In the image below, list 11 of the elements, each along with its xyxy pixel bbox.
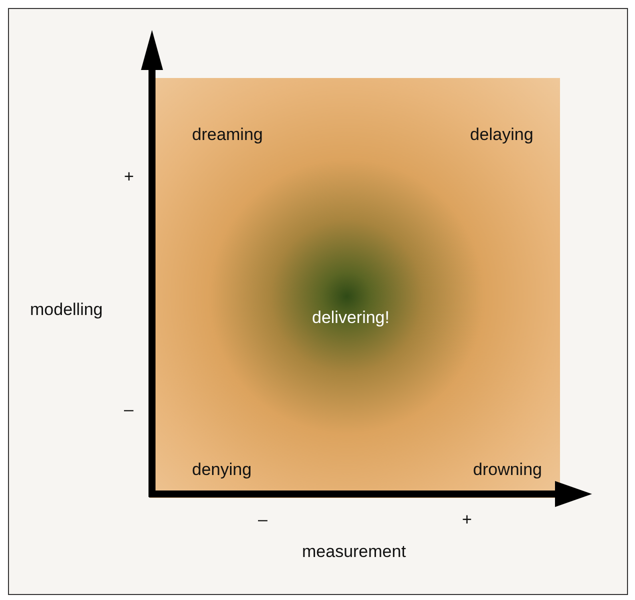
axis-sign: + [462,510,472,530]
quadrant-label: delaying [470,125,534,145]
axis-title: modelling [30,300,103,320]
axis-sign: – [258,510,268,530]
axis-sign: – [124,400,134,420]
quadrant-label: drowning [473,460,542,480]
axis-sign: + [124,167,134,187]
quadrant-label: denying [192,460,252,480]
center-label: delivering! [312,308,390,328]
quadrant-label: dreaming [192,125,263,145]
axis-title: measurement [302,542,406,562]
